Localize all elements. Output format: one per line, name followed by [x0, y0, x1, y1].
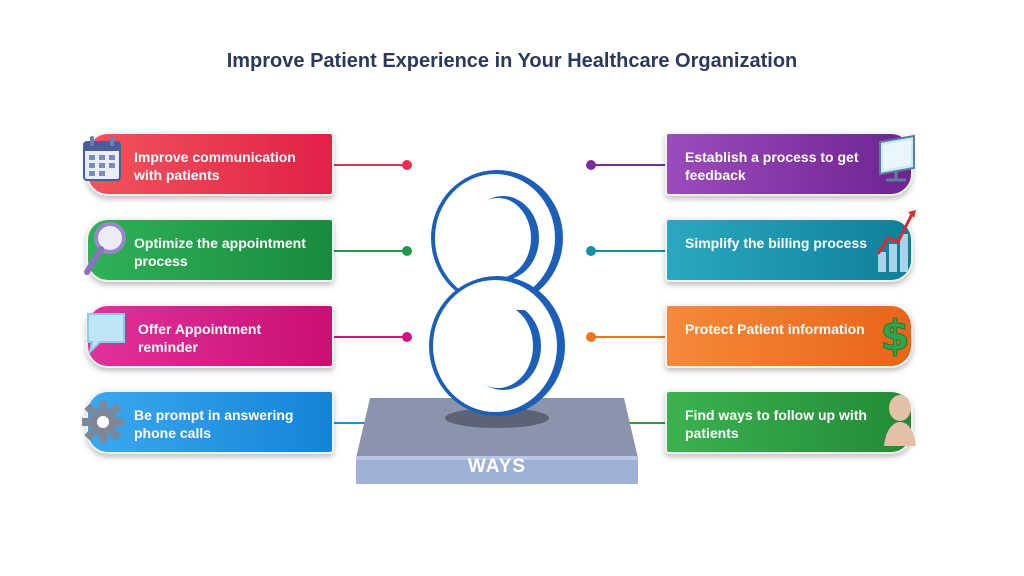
connector-right-3	[592, 336, 665, 338]
dot-left-4	[402, 418, 412, 428]
card-text: Be prompt in answering phone calls	[134, 407, 294, 441]
card-answer-phone: Be prompt in answering phone calls	[86, 390, 334, 454]
monitor-icon	[879, 134, 915, 182]
connector-left-3	[334, 336, 406, 338]
dot-right-2	[586, 246, 596, 256]
card-text: Find ways to follow up with patients	[685, 407, 867, 441]
card-protect-information: Protect Patient information	[665, 304, 913, 368]
speech-bubble-icon	[87, 313, 125, 356]
dot-left-1	[402, 160, 412, 170]
connector-right-4	[592, 422, 665, 424]
card-appointment-reminder: Offer Appointment reminder	[86, 304, 334, 368]
dot-right-4	[586, 418, 596, 428]
connector-left-4	[334, 422, 406, 424]
chart-icon	[876, 210, 916, 272]
card-feedback-process: Establish a process to get feedback	[665, 132, 913, 196]
card-text: Simplify the billing process	[685, 235, 868, 251]
calendar-icon	[83, 136, 121, 181]
connector-right-2	[592, 250, 665, 252]
card-billing-process: Simplify the billing process	[665, 218, 913, 282]
card-text: Improve communication with patients	[134, 149, 296, 183]
dot-left-3	[402, 332, 412, 342]
card-text: Offer Appointment reminder	[138, 321, 262, 355]
dollar-icon: $	[880, 311, 910, 361]
gear-icon	[82, 401, 124, 443]
ways-label: WAYS	[467, 456, 527, 477]
person-icon	[884, 395, 916, 446]
dot-left-2	[402, 246, 412, 256]
card-follow-up: Find ways to follow up with patients	[665, 390, 913, 454]
magnifier-icon	[84, 222, 126, 275]
dot-right-1	[586, 160, 596, 170]
card-text: Protect Patient information	[685, 321, 865, 337]
connector-right-1	[592, 164, 665, 166]
dot-right-3	[586, 332, 596, 342]
connector-left-1	[334, 164, 406, 166]
svg-text:$: $	[880, 311, 909, 360]
number-eight	[429, 170, 565, 416]
card-improve-communication: Improve communication with patients	[86, 132, 334, 196]
card-text: Optimize the appointment process	[134, 235, 306, 269]
card-text: Establish a process to get feedback	[685, 149, 859, 183]
page-title: Improve Patient Experience in Your Healt…	[226, 50, 798, 72]
connector-left-2	[334, 250, 406, 252]
card-optimize-appointment: Optimize the appointment process	[86, 218, 334, 282]
